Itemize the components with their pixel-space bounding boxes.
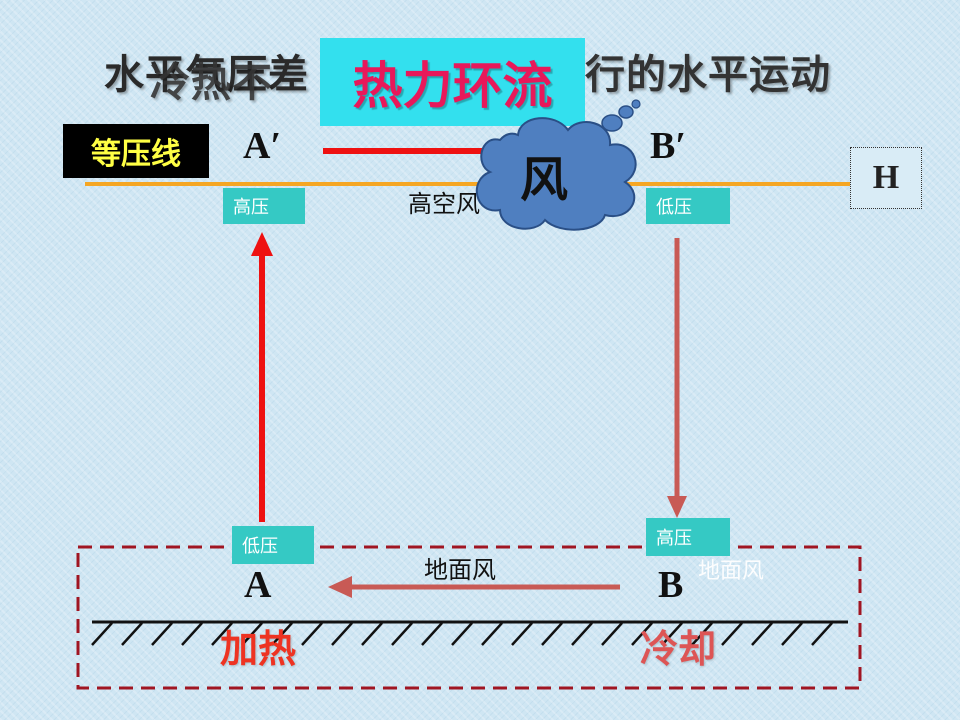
sinking-air-arrow xyxy=(667,238,687,518)
heating-label: 加热 xyxy=(220,626,297,671)
surface-wind-ghost-label: 地面风 xyxy=(698,559,765,584)
wind-thought-cloud xyxy=(475,99,641,231)
ground-surface xyxy=(91,620,848,646)
upper-a-pressure: 高压 xyxy=(223,188,305,224)
slide-title: 热力环流 xyxy=(352,57,553,115)
rising-air-arrow xyxy=(251,232,273,522)
title-box: 热力环流 xyxy=(320,38,585,126)
title-layer-uneven-heating: 冷热不 xyxy=(150,60,273,106)
ground-b-pressure: 高压 xyxy=(646,518,730,556)
cooling-label: 冷却 xyxy=(640,626,717,671)
upper-b-pressure: 低压 xyxy=(646,188,730,224)
ground-a-pressure: 低压 xyxy=(232,526,314,564)
point-b-ground: B xyxy=(658,564,684,606)
point-b-upper: B′ xyxy=(650,125,687,167)
height-label: H xyxy=(850,147,922,209)
title-layer-pressure-difference: 水平气压差 xyxy=(104,52,309,98)
isobar-label: 等压线 xyxy=(63,124,209,178)
point-a-ground: A xyxy=(244,564,272,606)
cloud-wind-text: 风 xyxy=(520,152,569,208)
upper-wind-label: 高空风 xyxy=(408,190,480,218)
title-layer-horizontal-motion: 行的水平运动 xyxy=(585,52,831,98)
point-a-upper: A′ xyxy=(243,125,282,167)
surface-wind-label: 地面风 xyxy=(424,556,496,584)
surface-wind-arrow xyxy=(328,576,620,598)
